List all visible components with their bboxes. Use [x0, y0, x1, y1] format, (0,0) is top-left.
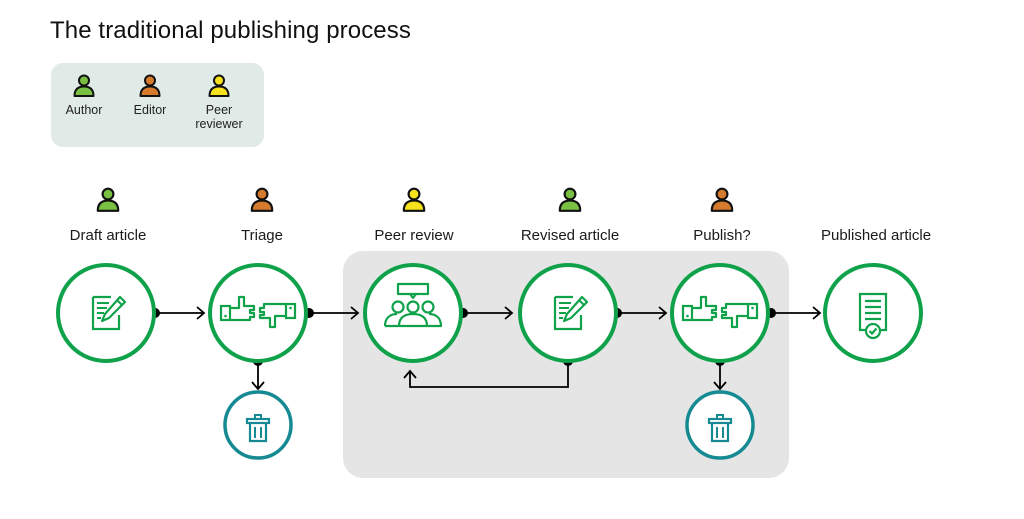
- node-triage: [208, 263, 308, 363]
- legend-item-author: Author: [49, 73, 119, 117]
- node-published-article: [823, 263, 923, 363]
- author-person-icon: [96, 187, 120, 212]
- stage-role-editor: [642, 186, 802, 214]
- connector-publish-to-published: [771, 306, 822, 320]
- legend-label-line: Peer: [205, 103, 233, 117]
- diagram-title: The traditional publishing process: [50, 17, 411, 44]
- connector-revision-loop: [403, 361, 569, 388]
- connector-peer-review-to-revised: [463, 306, 514, 320]
- stage-label-triage: Triage: [241, 227, 283, 244]
- legend-label: Author: [65, 103, 103, 117]
- peer-reviewer-person-icon: [208, 74, 230, 97]
- legend-label-line: reviewer: [195, 117, 243, 131]
- stage-role-peer-reviewer: [334, 186, 494, 214]
- stage-label-published-article: Published article: [820, 227, 932, 244]
- connector-revised-to-publish: [617, 306, 668, 320]
- connector-draft-to-triage: [155, 306, 206, 320]
- stage-label-draft-article: Draft article: [69, 227, 147, 244]
- node-publish-decision: [670, 263, 770, 363]
- author-person-icon: [558, 187, 582, 212]
- review-group-icon: [383, 282, 443, 328]
- author-person-icon: [73, 74, 95, 97]
- connector-triage-to-peer-review: [309, 306, 360, 320]
- stage-role-author: [28, 186, 188, 214]
- node-revised-article: [518, 263, 618, 363]
- node-draft-article: [56, 263, 156, 363]
- node-peer-review: [363, 263, 463, 363]
- stage-label-publish: Publish?: [693, 227, 751, 244]
- node-discard-publish: [685, 390, 755, 460]
- legend-item-editor: Editor: [115, 73, 185, 117]
- stage-label-revised-article: Revised article: [520, 227, 620, 244]
- editor-person-icon: [250, 187, 274, 212]
- role-legend: Author Editor Peer reviewer: [51, 63, 264, 147]
- editor-person-icon: [139, 74, 161, 97]
- legend-label: Editor: [133, 103, 167, 117]
- editor-person-icon: [710, 187, 734, 212]
- stage-label-peer-review: Peer review: [374, 227, 454, 244]
- certified-document-icon: [858, 292, 888, 340]
- node-discard-triage: [223, 390, 293, 460]
- peer-reviewer-person-icon: [402, 187, 426, 212]
- legend-item-peer-reviewer: Peer reviewer: [184, 73, 254, 131]
- stage-role-editor: [182, 186, 342, 214]
- legend-label: Peer reviewer: [184, 103, 254, 131]
- stage-role-author: [490, 186, 650, 214]
